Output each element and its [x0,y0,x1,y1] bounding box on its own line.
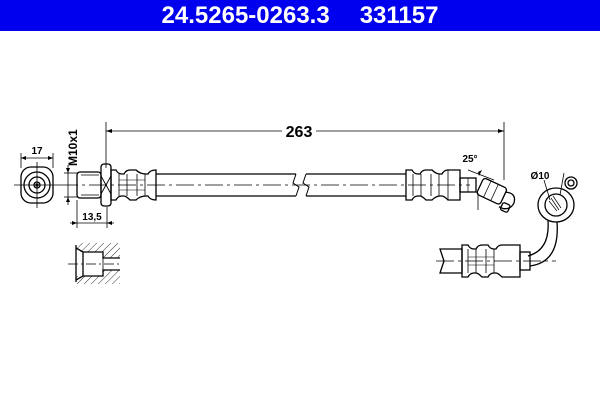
hose-body [60,173,470,197]
fitting-length-label: 13,5 [82,212,102,223]
port-section-view [68,243,122,284]
reference-number: 331157 [359,1,439,29]
end-view-fitting [14,153,60,208]
banjo-eye [527,172,578,267]
hex-width-dimension: 17 [31,146,43,157]
angled-end-fitting [476,177,516,213]
right-fitting [405,169,477,201]
length-label: 263 [286,124,313,141]
lower-fitting [436,244,556,278]
title-bar: 24.5265-0263.3 331157 [0,0,600,31]
fitting-length-dimension [70,200,114,228]
part-number: 24.5265-0263.3 [161,1,330,29]
angle-label: 25° [462,154,477,165]
angle-dimension [467,169,495,210]
thread-size-label: M10x1 [66,129,80,166]
left-fitting [76,163,157,207]
diameter-label: Ø10 [531,171,550,182]
length-dimension [105,122,505,180]
